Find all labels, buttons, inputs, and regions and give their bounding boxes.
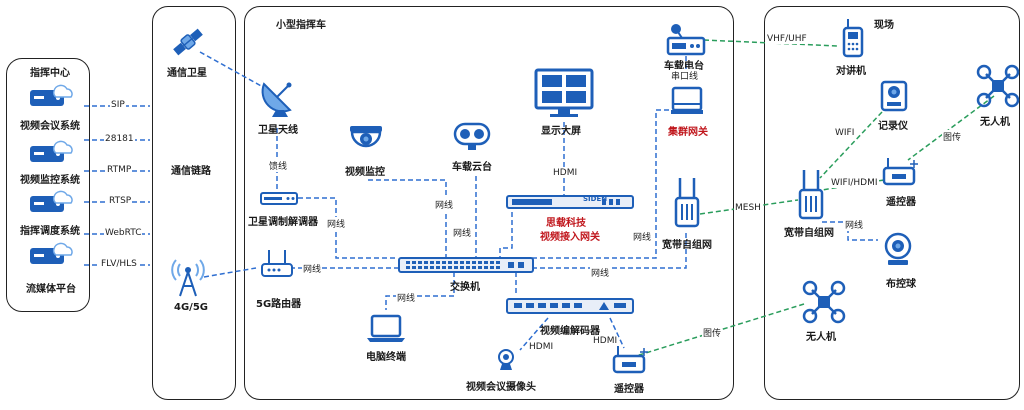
router-icon	[261, 250, 293, 277]
drone-top-label: 无人机	[980, 117, 1010, 128]
protocol-rtsp: RTSP	[108, 196, 133, 206]
system-label-video-monitoring: 视频监控系统	[20, 175, 80, 186]
protocol-flv-hls: FLV/HLS	[100, 259, 138, 269]
recorder-label: 记录仪	[878, 121, 908, 132]
signal-tower-icon	[171, 259, 205, 297]
modem-label: 卫星调制解调器	[248, 217, 318, 228]
radio-label: 车载电台	[664, 61, 704, 72]
field-mesh-label: 宽带自组网	[784, 228, 834, 239]
aggregation-label: 集群网关	[668, 127, 708, 138]
vehicle-title: 小型指挥车	[276, 20, 326, 31]
video-monitor-label: 视频监控	[345, 167, 385, 178]
net-label-field: 网线	[844, 218, 865, 231]
pc-label: 电脑终端	[366, 352, 406, 363]
switch-icon	[398, 257, 534, 273]
ptz-label: 布控球	[886, 279, 916, 290]
net-label-aggregation: 网线	[632, 230, 653, 243]
serial-label: 串口线	[670, 69, 700, 82]
aggregation-box-icon	[671, 86, 703, 114]
satellite-icon	[173, 28, 203, 56]
system-label-dispatch: 指挥调度系统	[20, 226, 80, 237]
codec-label: 视频编解码器	[540, 326, 600, 337]
gimbal-camera-icon	[453, 122, 491, 150]
protocol-28181: 28181	[104, 134, 135, 144]
field-title: 现场	[874, 20, 894, 31]
hdmi-label-remote: HDMI	[592, 336, 619, 346]
net-label-router: 网线	[302, 262, 323, 275]
net-label-monitor: 网线	[434, 198, 455, 211]
mesh-link-label: MESH	[734, 203, 762, 213]
drone-link-label-top: 图传	[942, 130, 963, 143]
comm-link-panel	[152, 6, 236, 400]
remote-label: 遥控器	[614, 384, 644, 395]
cloud-server-icon	[30, 140, 73, 162]
walkie-talkie-icon	[842, 19, 864, 58]
field-remote-label: 遥控器	[886, 197, 916, 208]
ptz-camera-icon	[884, 232, 912, 265]
wifi-hdmi-label: WIFI/HDMI	[830, 178, 879, 188]
hdmi-label-screen: HDMI	[552, 168, 579, 178]
remote-controller-icon	[612, 346, 648, 374]
cloud-server-icon	[30, 242, 73, 264]
router-label: 5G路由器	[256, 299, 302, 310]
radio-icon	[666, 24, 706, 56]
walkie-label: 对讲机	[836, 66, 866, 77]
drone-link-label-bottom: 图传	[702, 326, 723, 339]
webcam-icon	[498, 349, 514, 370]
protocol-sip: SIP	[110, 100, 126, 110]
satellite-label: 通信卫星	[167, 68, 207, 79]
net-label-modem: 网线	[326, 217, 347, 230]
net-label-gimbal: 网线	[452, 226, 473, 239]
command-center-title: 指挥中心	[30, 68, 70, 79]
monitor-icon	[534, 68, 594, 117]
mesh-radio-icon	[674, 178, 700, 228]
remote-controller-icon	[882, 158, 918, 186]
dish-antenna-icon	[261, 82, 292, 117]
vehicle-panel	[244, 6, 734, 400]
gateway-name-label: 视频接入网关	[540, 232, 600, 243]
protocol-rtmp: RTMP	[106, 165, 133, 175]
big-screen-label: 显示大屏	[541, 126, 581, 137]
bodycam-icon	[880, 80, 908, 112]
codec-icon	[506, 298, 634, 314]
comm-link-title: 通信链路	[171, 166, 211, 177]
drone-icon	[976, 64, 1020, 108]
gateway-brand-label: 思载科技	[546, 218, 586, 229]
drone-bottom-label: 无人机	[806, 332, 836, 343]
vehicle-mesh-label: 宽带自组网	[662, 240, 712, 251]
system-label-video-conference: 视频会议系统	[20, 121, 80, 132]
hdmi-label-camera: HDMI	[528, 342, 555, 352]
cellular-label: 4G/5G	[174, 302, 208, 313]
cloud-server-icon	[30, 190, 73, 212]
cloud-server-icon	[30, 84, 73, 106]
net-label-pc: 网线	[396, 291, 417, 304]
protocol-webrtc: WebRTC	[104, 228, 143, 238]
gateway-device-name: SIDEN	[583, 195, 608, 203]
modem-icon	[260, 192, 298, 205]
sat-antenna-label: 卫星天线	[258, 125, 298, 136]
switch-label: 交换机	[450, 282, 480, 293]
conf-camera-label: 视频会议摄像头	[466, 382, 536, 393]
net-label-mesh: 网线	[590, 266, 611, 279]
feeder-label: 馈线	[268, 159, 289, 172]
dome-camera-icon	[350, 126, 382, 148]
system-label-streaming: 流媒体平台	[26, 284, 76, 295]
drone-icon	[802, 280, 846, 324]
vhf-link-label: VHF/UHF	[766, 34, 808, 44]
laptop-icon	[367, 314, 405, 342]
gimbal-label: 车载云台	[452, 162, 492, 173]
mesh-radio-icon	[798, 170, 824, 220]
wifi-label: WIFI	[834, 128, 856, 138]
gateway-device-icon	[506, 195, 634, 209]
